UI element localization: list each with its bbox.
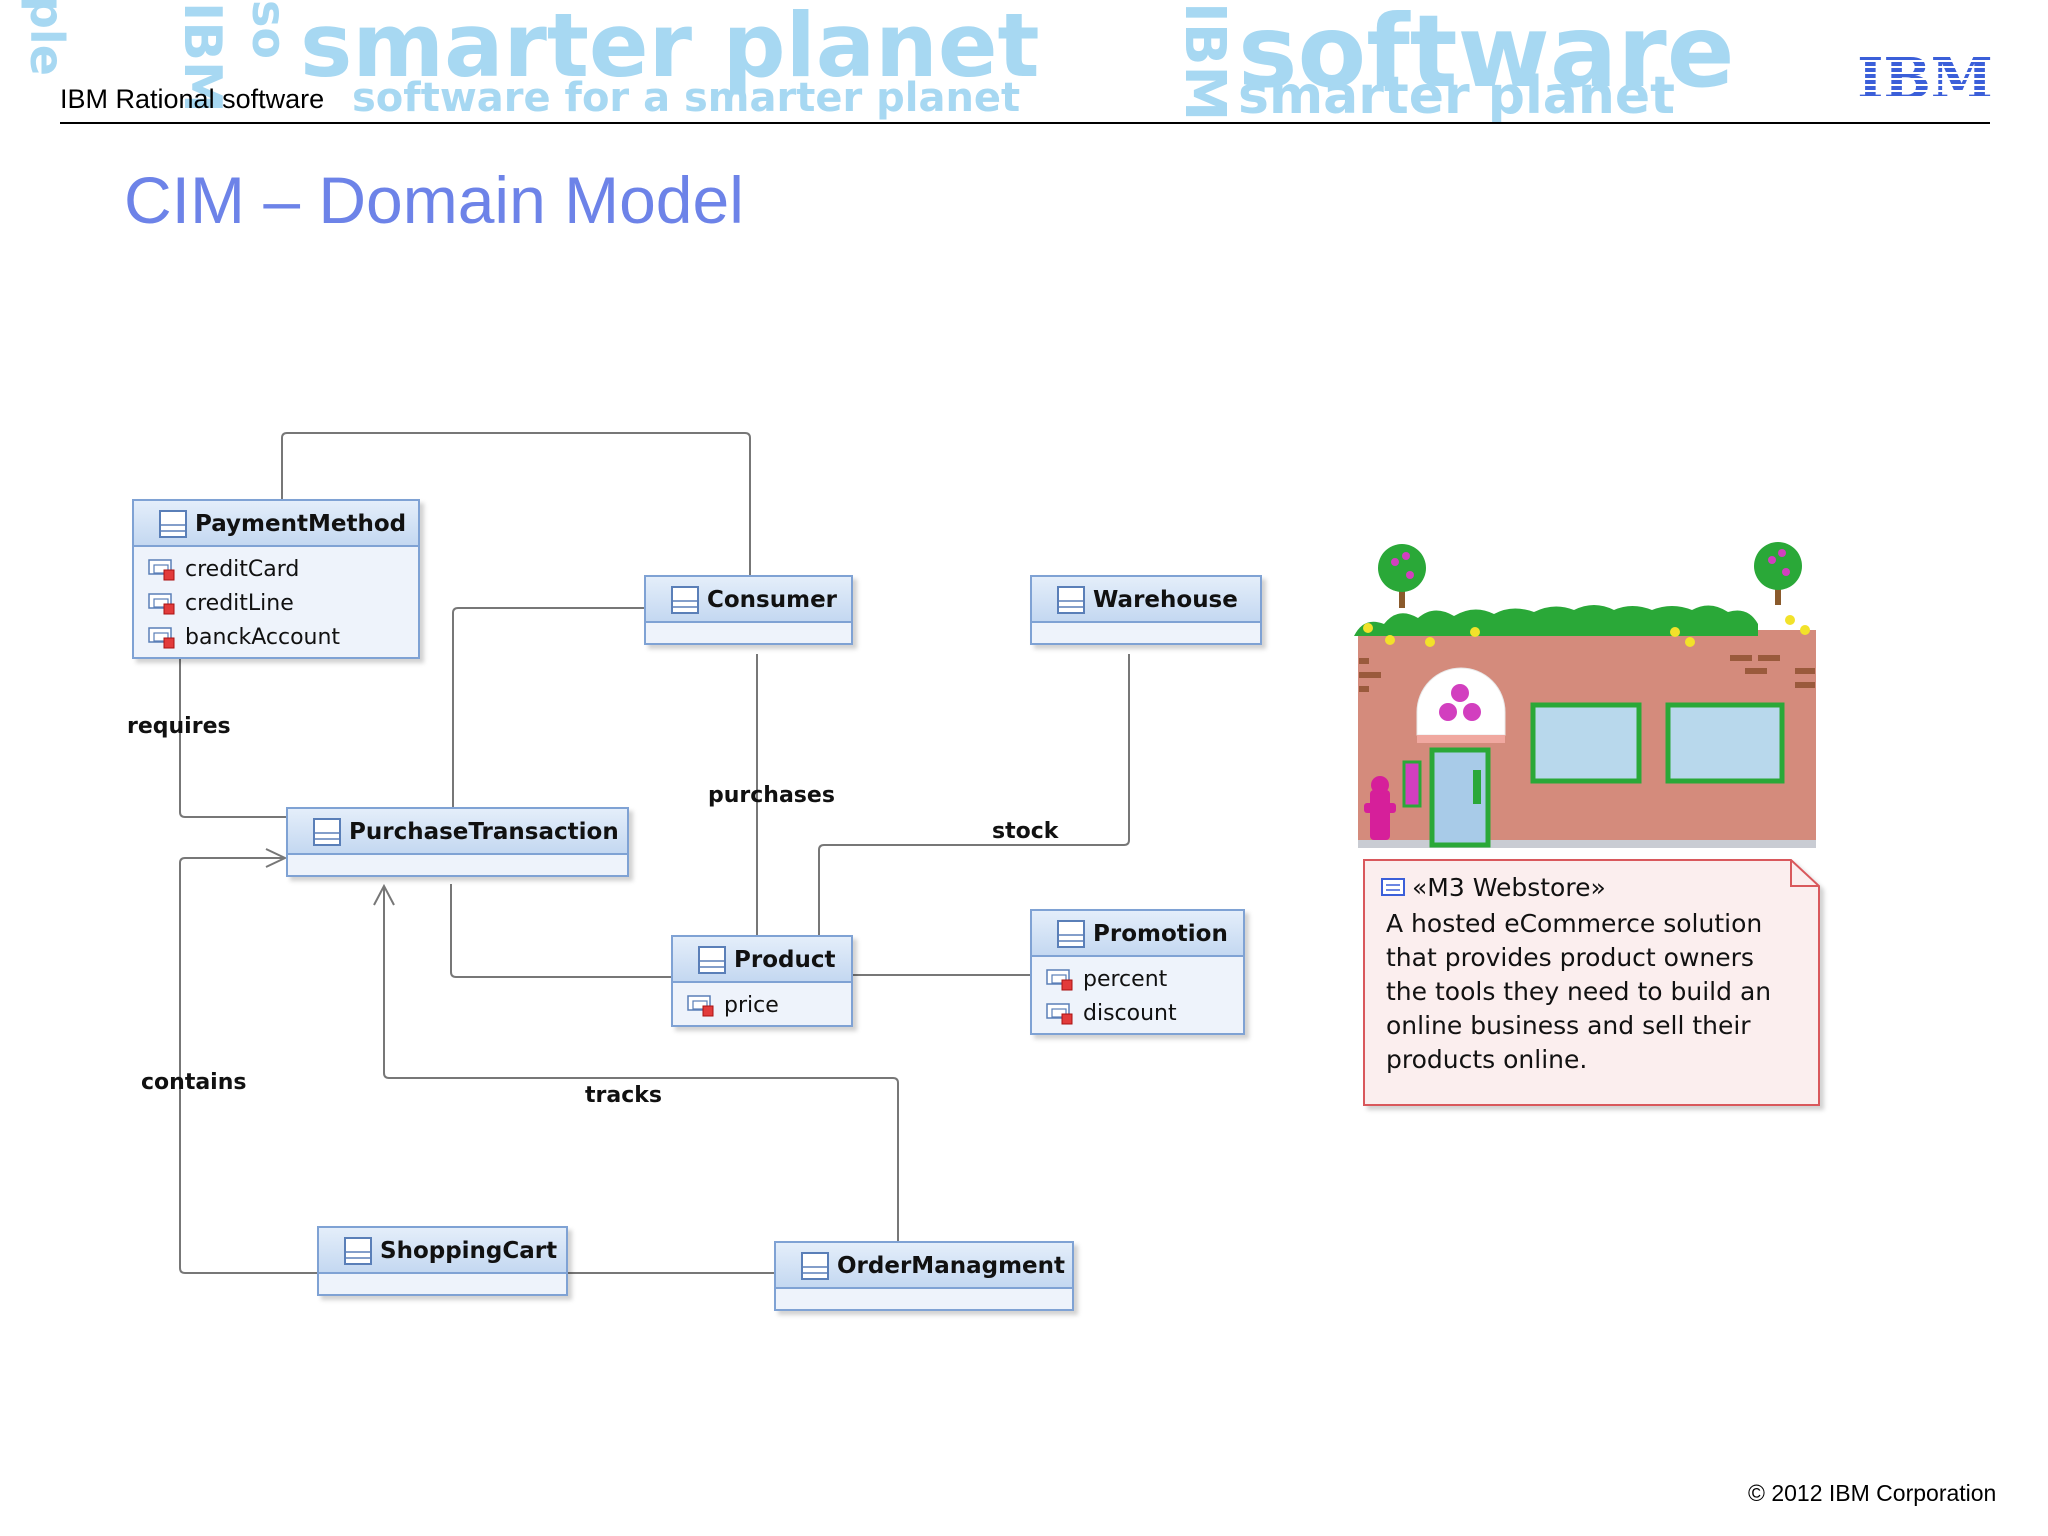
attribute-icon: [148, 627, 175, 649]
note-line: online business and sell their: [1386, 1011, 1751, 1040]
edge-contains-arrow: [265, 848, 288, 868]
edge-tracks: [383, 886, 899, 1242]
edge-consumer-purchase: [452, 607, 645, 808]
class-icon: [1057, 586, 1085, 614]
edge-tracks-arrow: [373, 883, 395, 906]
note-icon: [1381, 878, 1405, 896]
class-icon: [671, 586, 699, 614]
class-name: PaymentMethod: [195, 511, 406, 537]
uml-class-order[interactable]: OrderManagment: [774, 1241, 1074, 1311]
uml-class-promotion[interactable]: Promotion percent discount: [1030, 909, 1245, 1035]
attribute-icon: [687, 995, 714, 1017]
uml-class-warehouse[interactable]: Warehouse: [1030, 575, 1262, 645]
class-attribute: creditLine: [185, 591, 294, 616]
classes-layer: PaymentMethod creditCard creditLine banckAc…: [132, 499, 1262, 1311]
store-window: [1530, 702, 1642, 784]
label-stock: stock: [992, 819, 1060, 844]
class-name: ShoppingCart: [380, 1238, 557, 1264]
note-line: products online.: [1386, 1045, 1587, 1074]
note-stereotype: «M3 Webstore»: [1412, 873, 1606, 902]
watermark-text: smarter planet: [1238, 66, 1676, 126]
store-window: [1665, 702, 1785, 784]
brand-label: IBM Rational software: [60, 84, 325, 114]
watermark-text: software: [1238, 0, 1735, 110]
attribute-icon: [1046, 969, 1073, 991]
store-door: [1429, 747, 1491, 848]
class-icon: [1057, 920, 1085, 948]
class-attribute: creditCard: [185, 557, 299, 582]
uml-class-payment[interactable]: PaymentMethod creditCard creditLine banckAc…: [132, 499, 420, 659]
class-name: Consumer: [707, 587, 838, 613]
class-attribute: banckAccount: [185, 625, 340, 650]
class-name: Promotion: [1093, 921, 1228, 947]
header-banner: smarter planet software software for a s…: [0, 0, 2048, 130]
copyright: © 2012 IBM Corporation: [1748, 1480, 1997, 1506]
tree: [1378, 544, 1426, 592]
attribute-icon: [148, 593, 175, 615]
ibm-logo: IBM: [1858, 50, 1993, 104]
class-attribute: discount: [1083, 1001, 1177, 1026]
label-contains: contains: [141, 1070, 246, 1095]
class-name: OrderManagment: [837, 1253, 1065, 1279]
association-lines: [179, 432, 1130, 1274]
class-header: [288, 809, 627, 853]
class-icon: [344, 1237, 372, 1265]
class-name: Warehouse: [1093, 587, 1238, 613]
note-line: A hosted eCommerce solution: [1386, 909, 1762, 938]
ibm-logo-text: IBM: [1858, 50, 1993, 104]
attribute-icon: [148, 559, 175, 581]
label-requires: requires: [127, 714, 231, 739]
uml-class-purchase[interactable]: PurchaseTransaction: [286, 807, 629, 877]
uml-class-product[interactable]: Product price: [671, 935, 853, 1027]
uml-class-cart[interactable]: ShoppingCart: [317, 1226, 568, 1296]
label-tracks: tracks: [585, 1083, 662, 1108]
tree: [1754, 542, 1802, 590]
class-attribute: percent: [1083, 967, 1168, 992]
page-title: CIM – Domain Model: [124, 163, 744, 237]
webstore-note: «M3 Webstore» A hosted eCommerce solutio…: [1363, 859, 1820, 1106]
edge-payment-consumer: [281, 432, 751, 576]
note-line: the tools they need to build an: [1386, 977, 1771, 1006]
fire-hydrant: [1370, 790, 1390, 840]
store-sidewalk: [1358, 840, 1816, 848]
edge-stock: [818, 654, 1130, 936]
edge-contains: [179, 857, 318, 1274]
note-line: that provides product owners: [1386, 943, 1754, 972]
class-attribute: price: [724, 993, 779, 1018]
attribute-icon: [1046, 1003, 1073, 1025]
edge-requires: [179, 654, 287, 818]
class-icon: [159, 510, 187, 538]
watermark-text: smarter planet: [300, 0, 1040, 97]
class-icon: [313, 818, 341, 846]
webstore-illustration: [1300, 542, 1816, 848]
class-icon: [698, 946, 726, 974]
uml-class-consumer[interactable]: Consumer: [644, 575, 853, 645]
roof-hedge: [1300, 605, 1758, 636]
class-name: Product: [734, 947, 835, 973]
class-icon: [801, 1252, 829, 1280]
label-purchases: purchases: [708, 783, 835, 808]
class-name: PurchaseTransaction: [349, 819, 619, 845]
watermark-text: software for a smarter planet: [352, 75, 1021, 121]
edge-purchase-product: [450, 884, 672, 978]
header-divider: [60, 122, 1990, 124]
